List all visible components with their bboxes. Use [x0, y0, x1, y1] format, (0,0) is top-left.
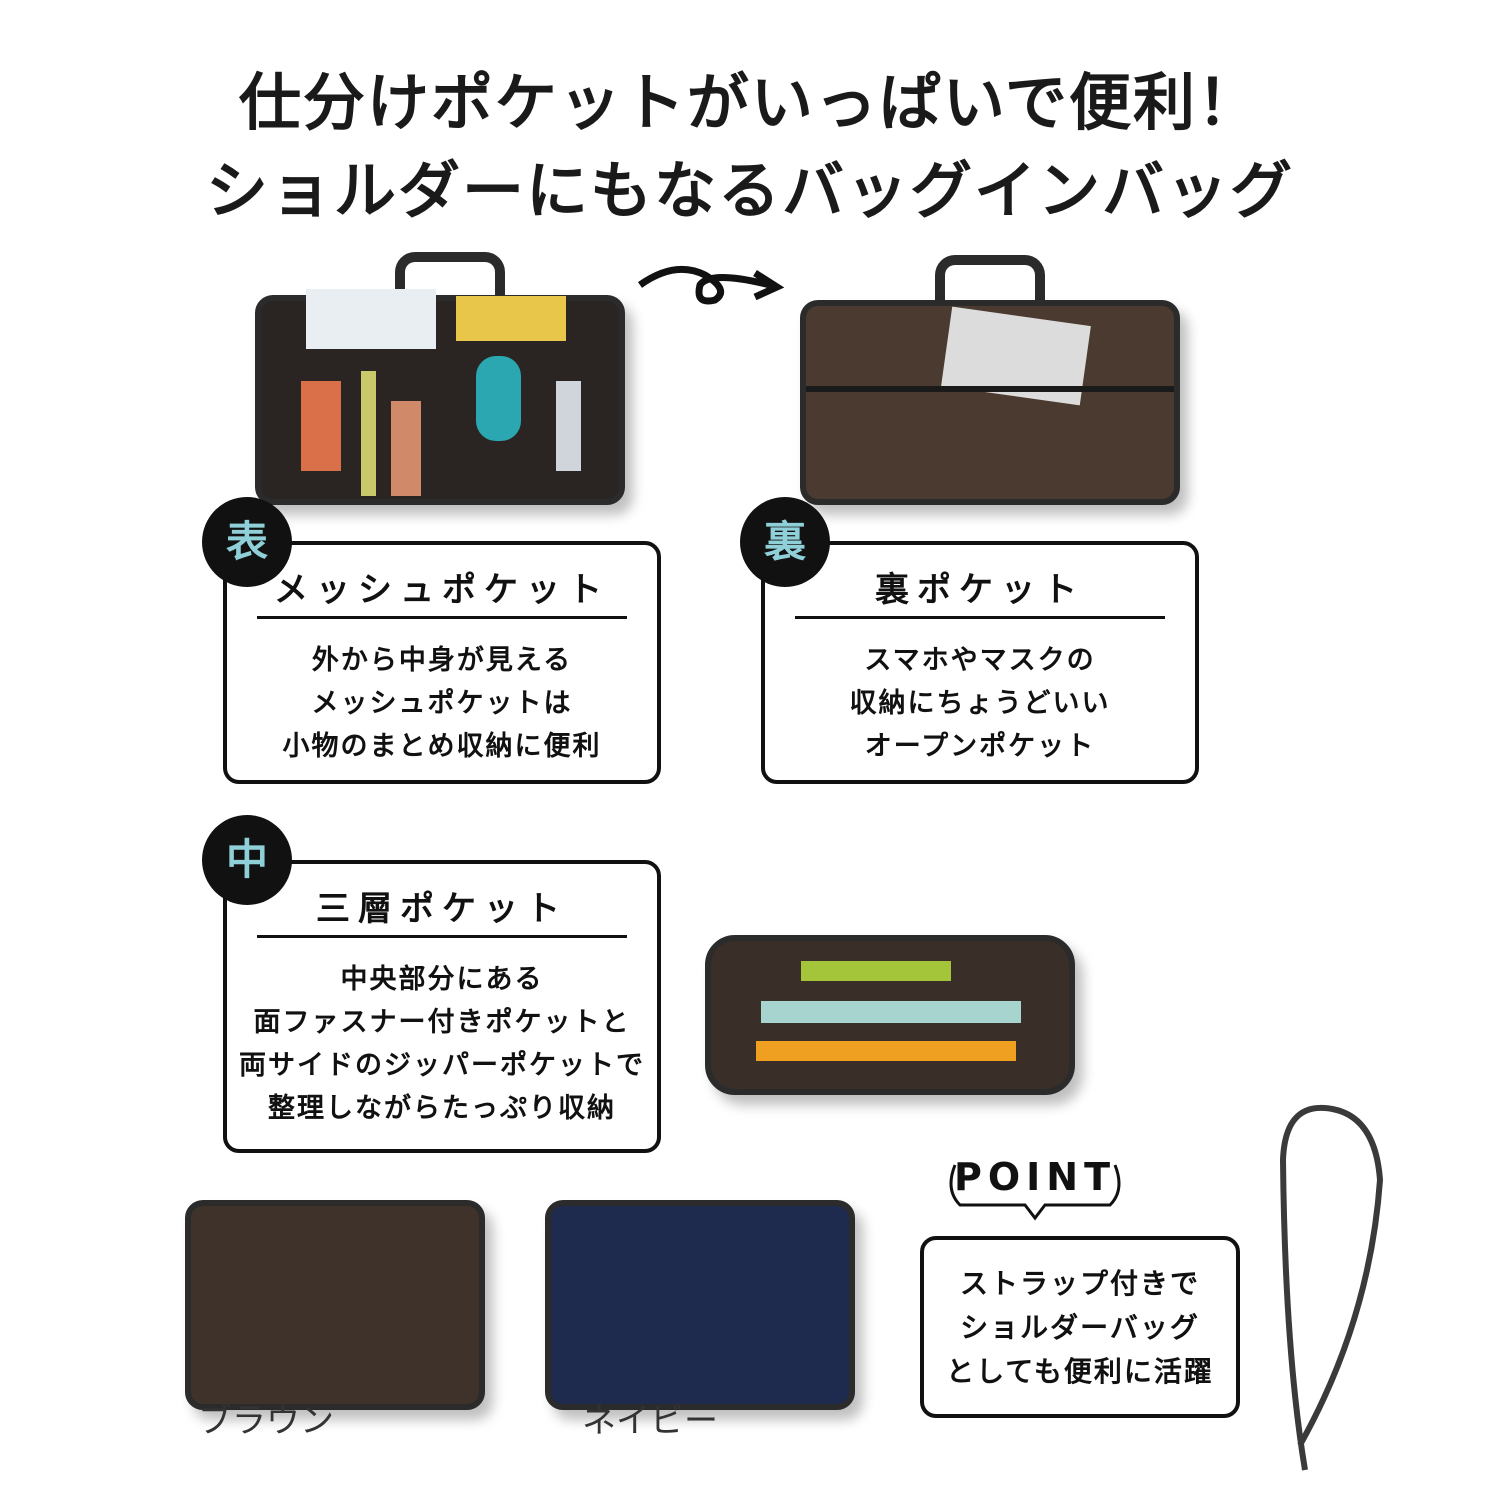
card-text: 小物のまとめ収納に便利: [282, 731, 602, 762]
card-text: スマホやマスクの: [864, 645, 1096, 676]
card-text: 両サイドのジッパーポケットで: [239, 1050, 645, 1081]
headline-line2: ショルダーにもなるバッグインバッグ: [205, 154, 1294, 227]
card-text: 中央部分にある: [340, 964, 544, 995]
badge-front: 表: [202, 497, 292, 587]
bag-inside-image: [705, 935, 1075, 1095]
headline-line1: 仕分けポケットがいっぱいで便利！: [238, 66, 1262, 139]
point-text: ストラップ付きで: [959, 1267, 1200, 1300]
card-title: 三層ポケット: [257, 880, 627, 938]
card-text: メッシュポケットは: [311, 688, 573, 719]
point-text: ショルダーバッグ: [960, 1311, 1200, 1344]
bag-brown-image: [185, 1200, 485, 1410]
point-text: としても便利に活躍: [946, 1355, 1214, 1388]
card-mesh-pocket: メッシュポケット 外から中身が見える メッシュポケットは 小物のまとめ収納に便利: [223, 541, 661, 784]
bag-front-image: [255, 289, 625, 505]
card-point: ストラップ付きで ショルダーバッグ としても便利に活躍: [920, 1236, 1240, 1418]
arrow-icon: [637, 265, 785, 305]
card-back-pocket: 裏ポケット スマホやマスクの 収納にちょうどいい オープンポケット: [761, 541, 1199, 784]
strap-image: [1279, 1104, 1384, 1471]
bag-front-handle: [395, 252, 505, 312]
color-label-navy: ネイビー: [582, 1401, 718, 1441]
bag-back-image: [800, 300, 1180, 505]
card-text: 収納にちょうどいい: [849, 688, 1111, 719]
card-text: 外から中身が見える: [311, 645, 573, 676]
card-text: オープンポケット: [864, 731, 1096, 762]
card-title: 裏ポケット: [795, 561, 1165, 619]
card-text: 整理しながらたっぷり収納: [268, 1093, 616, 1124]
badge-back: 裏: [740, 497, 830, 587]
point-brace-icon: [949, 1164, 1121, 1221]
color-label-brown: ブラウン: [198, 1401, 334, 1441]
card-title: メッシュポケット: [257, 561, 627, 619]
badge-inside: 中: [202, 815, 292, 905]
card-three-layer-pocket: 三層ポケット 中央部分にある 面ファスナー付きポケットと 両サイドのジッパーポケ…: [223, 860, 661, 1153]
bag-back-handle: [935, 255, 1045, 315]
bag-navy-image: [545, 1200, 855, 1410]
point-label: POINT: [953, 1155, 1117, 1199]
card-text: 面ファスナー付きポケットと: [253, 1007, 631, 1038]
